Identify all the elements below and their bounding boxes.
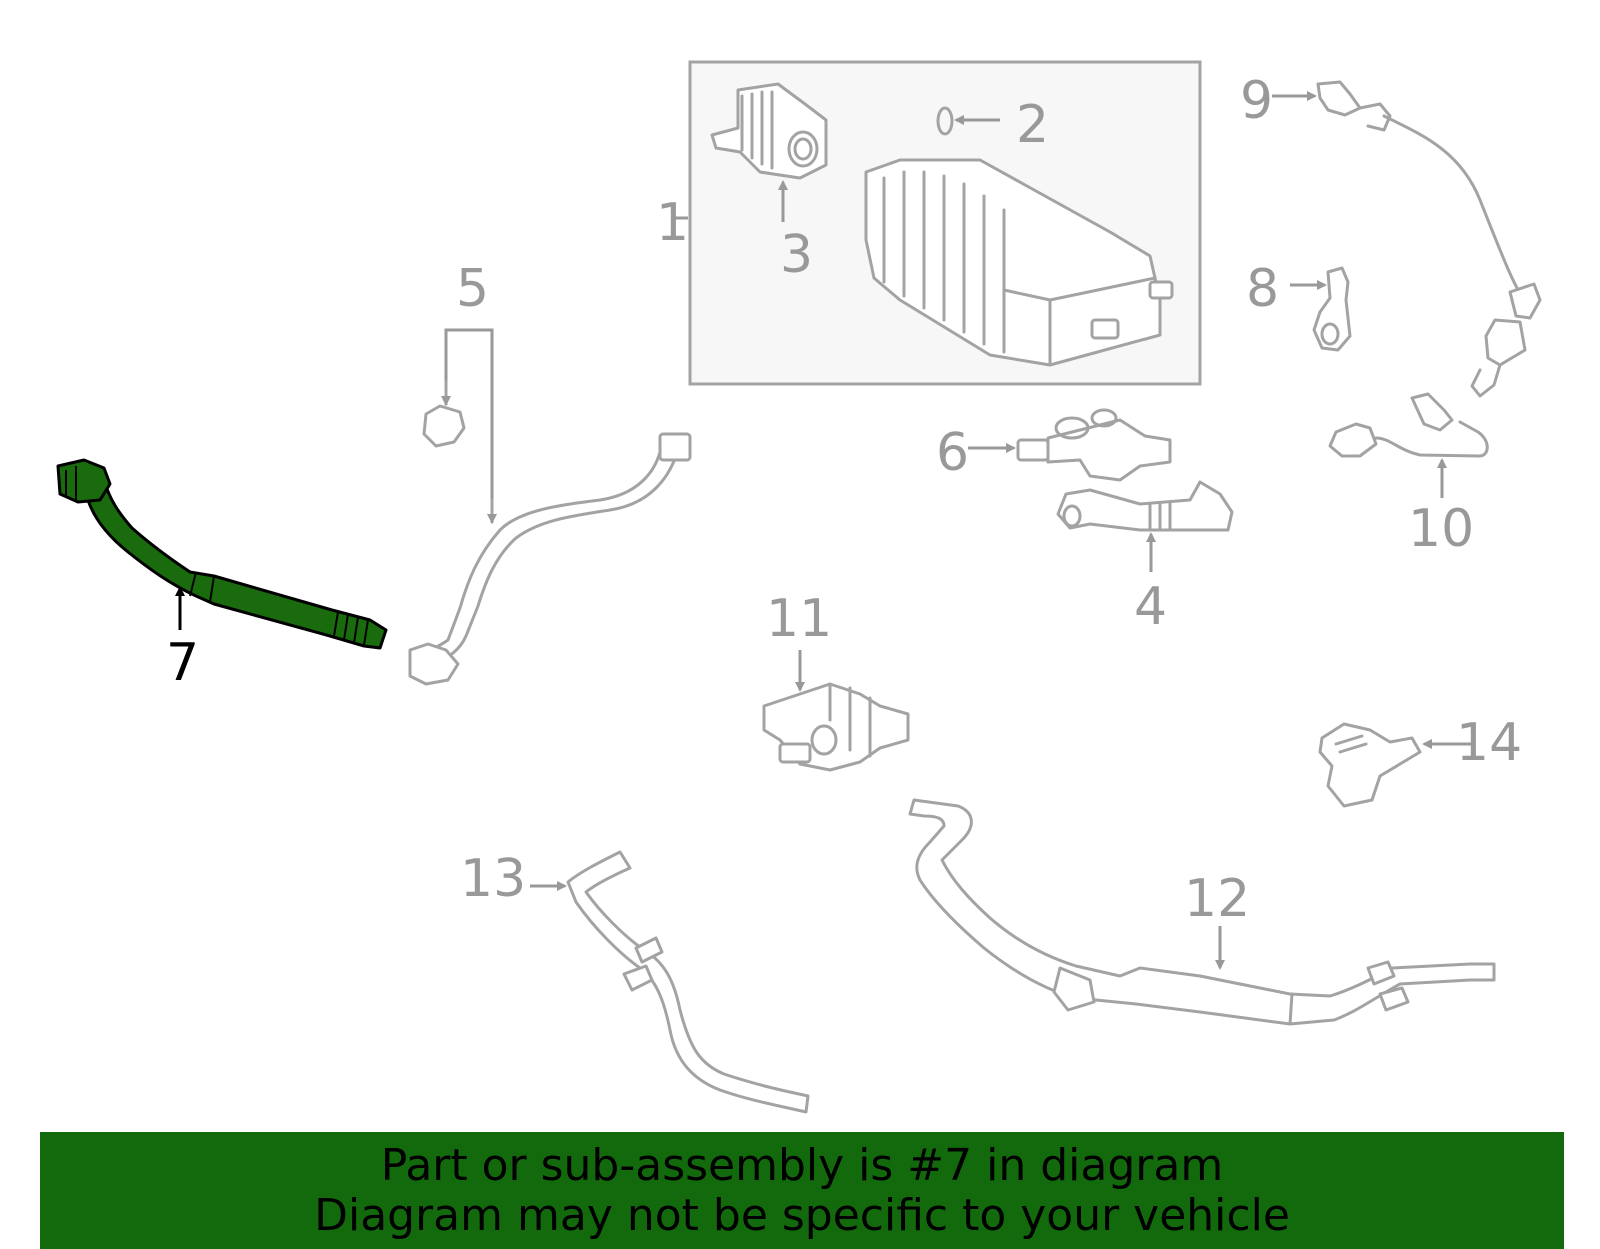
part-4-hose[interactable] (1056, 480, 1234, 572)
callout-14: 14 (1456, 713, 1522, 773)
info-banner: Part or sub-assembly is #7 in diagram Di… (40, 1132, 1564, 1249)
part-12-hose[interactable] (908, 798, 1496, 1026)
callout-7: 7 (166, 633, 199, 693)
part-14-sensor[interactable] (1318, 722, 1474, 808)
callout-13: 13 (460, 849, 526, 909)
callout-11: 11 (766, 589, 832, 649)
callout-2: 2 (1016, 95, 1049, 155)
callout-9: 9 (1240, 71, 1273, 131)
banner-line-1: Part or sub-assembly is #7 in diagram (380, 1139, 1224, 1191)
callout-4: 4 (1134, 577, 1167, 637)
part-13-hose[interactable] (530, 850, 810, 1114)
callout-6: 6 (936, 423, 969, 483)
callout-12: 12 (1184, 869, 1250, 929)
part-7-hose-highlighted[interactable] (56, 458, 388, 650)
part-10-oxygen-sensor-lower[interactable] (1328, 392, 1489, 498)
callout-3: 3 (780, 225, 813, 285)
callout-5: 5 (456, 259, 489, 319)
part-5-hose[interactable] (408, 328, 692, 686)
part-1-charcoal-canister[interactable] (864, 158, 1174, 367)
callout-8: 8 (1246, 259, 1279, 319)
part-3-vent-valve[interactable] (710, 82, 828, 222)
part-9-oxygen-sensor-upper[interactable] (1272, 80, 1542, 398)
part-11-purge-solenoid[interactable] (762, 650, 910, 772)
banner-line-2: Diagram may not be specific to your vehi… (314, 1189, 1290, 1241)
callout-10: 10 (1408, 499, 1474, 559)
part-2-clip[interactable] (936, 106, 1000, 136)
callout-1: 1 (656, 193, 689, 253)
part-8-knock-sensor[interactable] (1290, 266, 1352, 352)
part-6-valve[interactable] (968, 408, 1172, 482)
